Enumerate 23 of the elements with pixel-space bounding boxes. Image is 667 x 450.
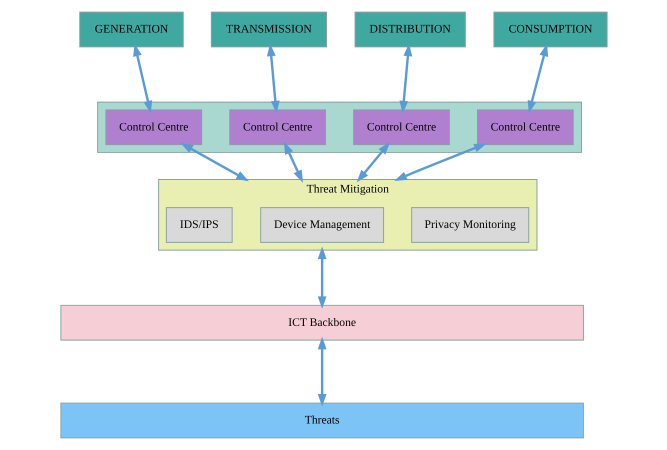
arrow — [180, 142, 248, 182]
node-box: GENERATION — [78, 12, 184, 48]
arrow — [266, 44, 280, 114]
node-box: Control Centre — [352, 109, 450, 146]
node-box: Control Centre — [228, 109, 326, 146]
arrow — [356, 142, 390, 182]
node-box: Privacy Monitoring — [410, 207, 529, 243]
node-box: Device Management — [260, 207, 384, 243]
node-box: ICT Backbone — [60, 304, 584, 341]
arrow — [283, 142, 302, 183]
arrow — [317, 336, 326, 407]
node-box: Control Centre — [476, 109, 574, 146]
node-box: Threats — [60, 402, 584, 438]
arrow — [394, 143, 486, 181]
node-box: DISTRIBUTION — [354, 12, 466, 48]
node-box: Control Centre — [104, 109, 202, 146]
arrow — [132, 44, 152, 114]
arrow — [527, 44, 548, 114]
arrow — [398, 44, 412, 114]
node-box: IDS/IPS — [165, 207, 232, 243]
arrow — [317, 246, 326, 309]
node-box: CONSUMPTION — [492, 12, 608, 48]
node-box: TRANSMISSION — [210, 12, 326, 48]
